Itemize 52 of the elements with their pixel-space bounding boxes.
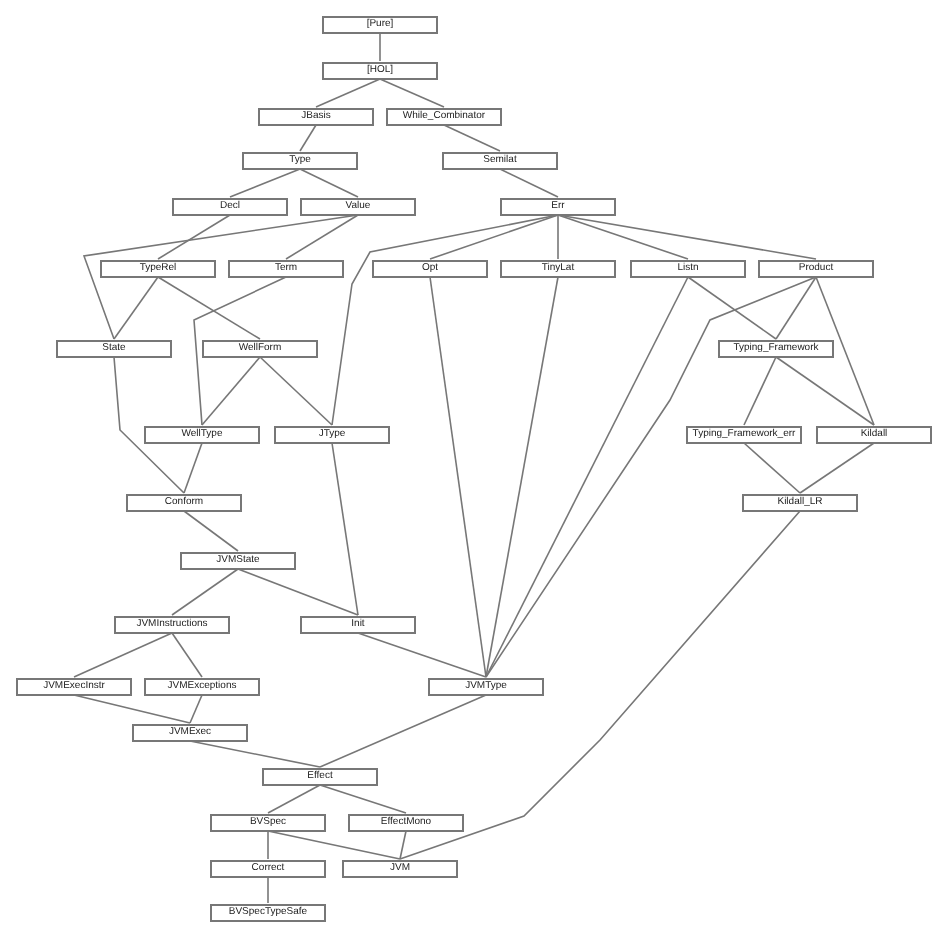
connector-line	[443, 124, 501, 152]
connector-line	[399, 510, 801, 860]
connector-line	[299, 168, 359, 198]
connector-line	[267, 876, 269, 904]
connector-line	[315, 78, 381, 108]
connector-line	[73, 694, 191, 724]
connector-line	[259, 356, 333, 426]
connector-line	[73, 632, 173, 678]
connector-line	[285, 214, 359, 260]
connector-line	[499, 168, 559, 198]
connector-line	[319, 694, 487, 768]
connector-line	[171, 632, 203, 678]
connector-line	[113, 356, 185, 494]
connector-line	[815, 276, 875, 426]
connector-line	[557, 214, 559, 260]
connector-line	[171, 568, 239, 616]
connector-line	[743, 356, 777, 426]
connector-line	[379, 32, 381, 62]
connector-line	[299, 124, 317, 152]
connector-line	[331, 214, 559, 426]
connector-line	[399, 830, 407, 860]
connector-line	[429, 276, 487, 678]
connector-line	[183, 510, 239, 552]
connector-line	[331, 442, 359, 616]
connector-line	[189, 740, 321, 768]
connector-line	[743, 442, 801, 494]
connector-line	[229, 168, 301, 198]
connector-line	[113, 276, 159, 340]
connector-line	[267, 830, 401, 860]
connector-line	[319, 784, 407, 814]
connector-line	[429, 214, 559, 260]
connector-line	[157, 214, 231, 260]
connector-line	[237, 568, 359, 616]
connector-line	[557, 214, 817, 260]
connector-line	[267, 784, 321, 814]
connector-line	[183, 442, 203, 494]
connector-line	[799, 442, 875, 494]
connector-line	[379, 78, 445, 108]
connector-line	[557, 214, 689, 260]
connector-line	[201, 356, 261, 426]
connector-line	[485, 276, 817, 678]
connector-line	[157, 276, 261, 340]
connector-line	[267, 830, 269, 860]
connector-line	[357, 632, 487, 678]
connector-line	[775, 276, 817, 340]
connector-line	[775, 356, 875, 426]
connector-line	[485, 276, 559, 678]
connector-line	[687, 276, 777, 340]
connector-line	[189, 694, 203, 724]
connector-line	[82, 214, 359, 340]
connector-line	[193, 276, 287, 426]
connector-line	[485, 276, 689, 678]
